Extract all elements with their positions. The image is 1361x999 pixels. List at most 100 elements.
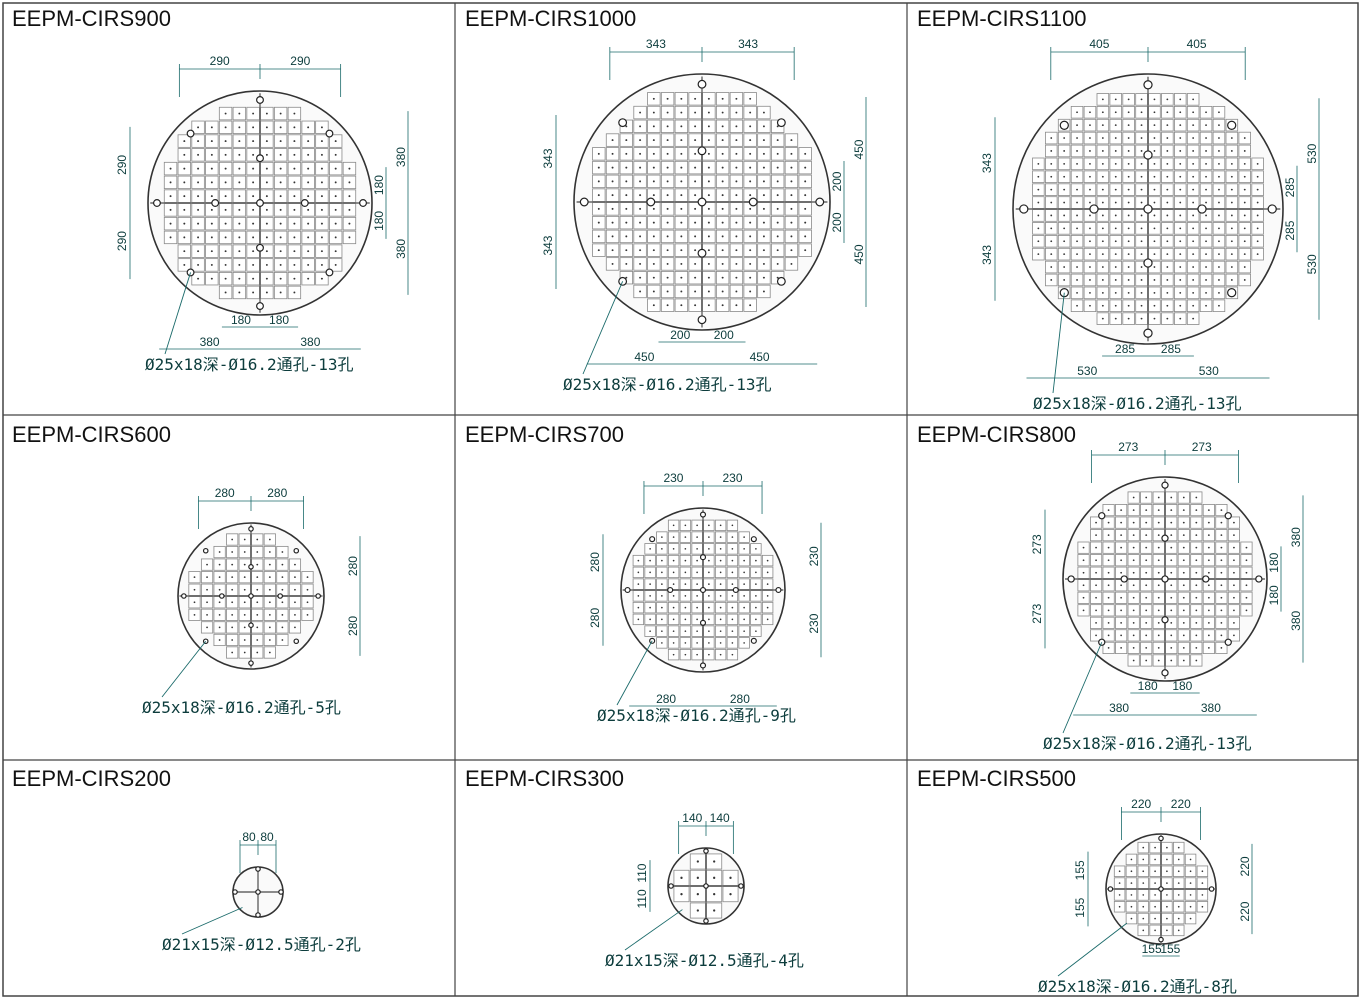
pole-dot (1220, 571, 1223, 574)
pole-dot (334, 167, 337, 170)
pole-dot (1101, 253, 1104, 256)
pole-dot (719, 548, 722, 550)
dim-label: 80 (260, 830, 274, 844)
pole-dot (1179, 111, 1182, 114)
mounting-hole (256, 154, 264, 163)
pole-dot (293, 140, 296, 143)
pole-dot (1195, 659, 1198, 662)
pole-dot (1195, 621, 1198, 624)
mounting-hole (750, 536, 757, 543)
pole-dot (1145, 659, 1148, 662)
pole-dot (1179, 162, 1182, 165)
pole-dot (1243, 175, 1246, 178)
pole-dot (637, 595, 640, 597)
pole-dot (1218, 137, 1220, 139)
pole-dot (1205, 137, 1207, 139)
pole-dot (713, 876, 716, 879)
pole-dot (1233, 521, 1235, 524)
pole-dot (1230, 175, 1233, 178)
pole-dot (218, 563, 221, 566)
pole-dot (1107, 571, 1110, 574)
pole-dot (1166, 929, 1168, 932)
pole-dot (684, 583, 687, 585)
pole-dot (268, 576, 271, 579)
pole-dot (293, 250, 296, 253)
pole-dot (1120, 647, 1123, 649)
pole-dot (224, 153, 227, 156)
pole-dot (762, 290, 765, 293)
pole-dot (1127, 240, 1130, 243)
panel-title: EEPM-CIRS200 (12, 766, 171, 791)
pole-dot (804, 152, 807, 155)
pole-dot (735, 180, 738, 183)
pole-dot (749, 290, 752, 293)
mounting-hole (667, 586, 674, 594)
pole-dot (790, 166, 793, 169)
pole-dot (231, 601, 234, 604)
panel-title: EEPM-CIRS500 (917, 766, 1076, 791)
pole-dot (1107, 546, 1110, 549)
pole-dot (243, 639, 246, 641)
pole-dot (279, 236, 282, 239)
pole-dot (1166, 870, 1168, 873)
pole-dot (708, 642, 710, 644)
pole-dot (776, 235, 779, 238)
pole-dot (749, 194, 752, 197)
pole-dot (1157, 621, 1160, 624)
pole-dot (661, 559, 663, 562)
pole-dot (1089, 253, 1091, 256)
pole-dot (1243, 162, 1246, 165)
pole-dot (1101, 227, 1104, 230)
pole-dot (1082, 559, 1085, 562)
pole-dot (252, 222, 255, 225)
pole-dot (1230, 214, 1233, 217)
pole-dot (1140, 150, 1143, 152)
pole-dot (169, 195, 172, 198)
pole-dot (218, 588, 221, 591)
pole-dot (1179, 214, 1182, 217)
pole-dot (293, 112, 296, 115)
dim-label: 273 (1030, 603, 1044, 623)
pole-dot (637, 618, 640, 621)
pole-dot (1140, 266, 1143, 268)
pole-dot (696, 583, 698, 585)
pole-dot (1101, 279, 1104, 281)
pole-dot (1195, 559, 1198, 562)
pole-dot (611, 166, 614, 169)
pole-dot (334, 153, 337, 156)
pole-dot (1220, 584, 1223, 587)
dim-label: 285 (1161, 342, 1181, 356)
pole-dot (721, 249, 724, 252)
pole-dot (1182, 571, 1185, 574)
pole-dot (707, 221, 710, 224)
pole-dot (281, 601, 284, 604)
pole-dot (320, 167, 323, 170)
chuck-drawing (667, 847, 745, 925)
pole-dot (696, 630, 698, 632)
pole-dot (334, 250, 337, 253)
pole-dot (1114, 240, 1117, 243)
panel-title: EEPM-CIRS600 (12, 422, 171, 447)
pole-dot (1076, 266, 1078, 268)
pole-dot (1195, 509, 1198, 511)
pole-dot (1140, 175, 1143, 178)
pole-dot (597, 194, 600, 197)
pole-dot (790, 139, 793, 142)
pole-dot (1179, 98, 1182, 101)
pole-dot (1154, 894, 1156, 896)
pole-dot (1127, 214, 1130, 217)
pole-dot (1089, 291, 1091, 294)
pole-dot (1145, 571, 1148, 574)
pole-dot (661, 548, 663, 550)
pole-dot (1207, 634, 1210, 637)
pole-dot (1130, 917, 1133, 920)
pole-dot (1218, 188, 1220, 191)
pole-dot (293, 277, 296, 280)
pole-dot (1170, 559, 1173, 562)
pole-dot (755, 548, 757, 550)
pole-dot (743, 583, 745, 585)
pole-dot (1037, 201, 1040, 204)
pole-dot (1120, 584, 1123, 587)
pole-dot (1205, 111, 1207, 114)
pole-dot (243, 613, 246, 616)
